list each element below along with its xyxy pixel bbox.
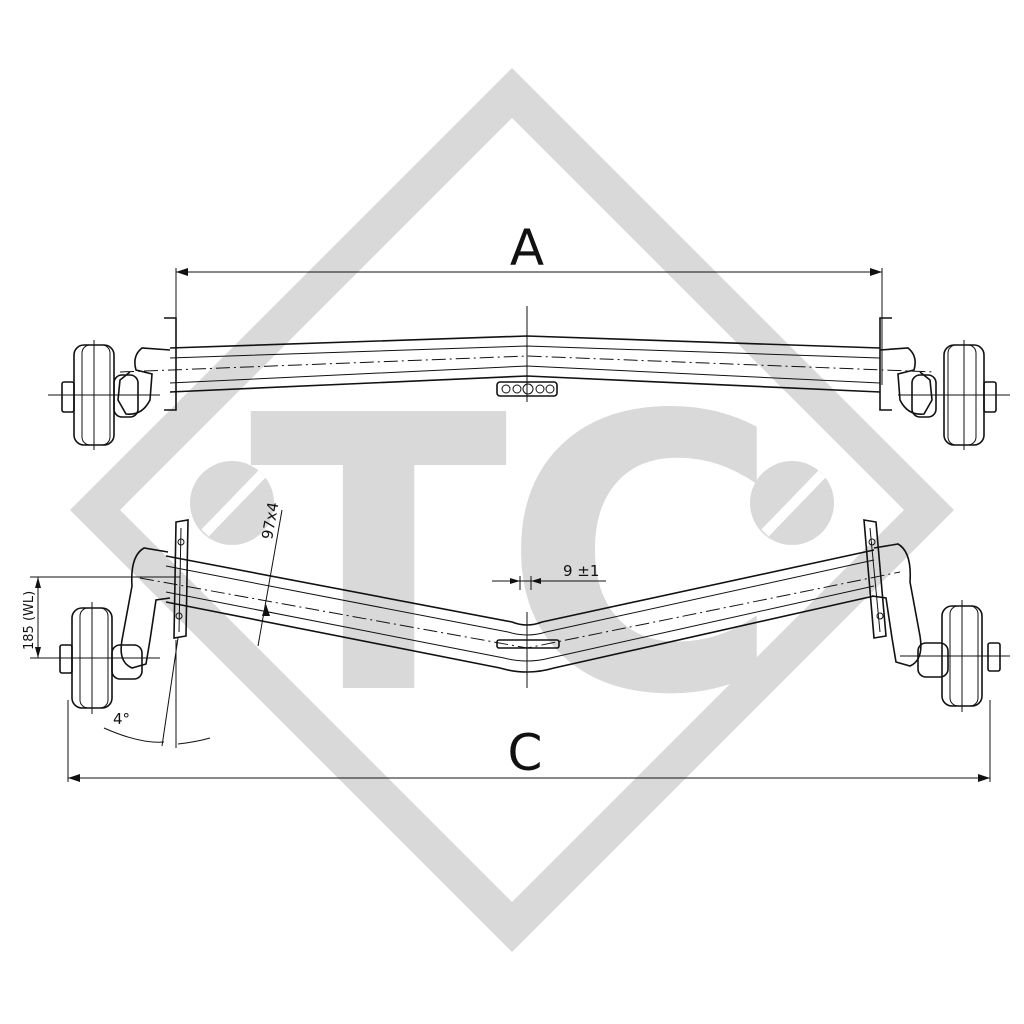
top-view: A xyxy=(48,219,1010,450)
height-label: 185 (WL) xyxy=(22,591,37,650)
offset-label: 9 ±1 xyxy=(563,562,599,580)
camber-angle-label: 4° xyxy=(113,710,130,728)
watermark-letters: TC xyxy=(249,335,775,778)
front-view: 97x4 9 ±1 185 (WL) 4° C xyxy=(22,501,1010,782)
dimension-a-label: A xyxy=(510,219,544,277)
dimension-c-label: C xyxy=(508,724,543,782)
watermark: TC xyxy=(70,68,954,952)
watermark-diamond xyxy=(70,68,954,952)
